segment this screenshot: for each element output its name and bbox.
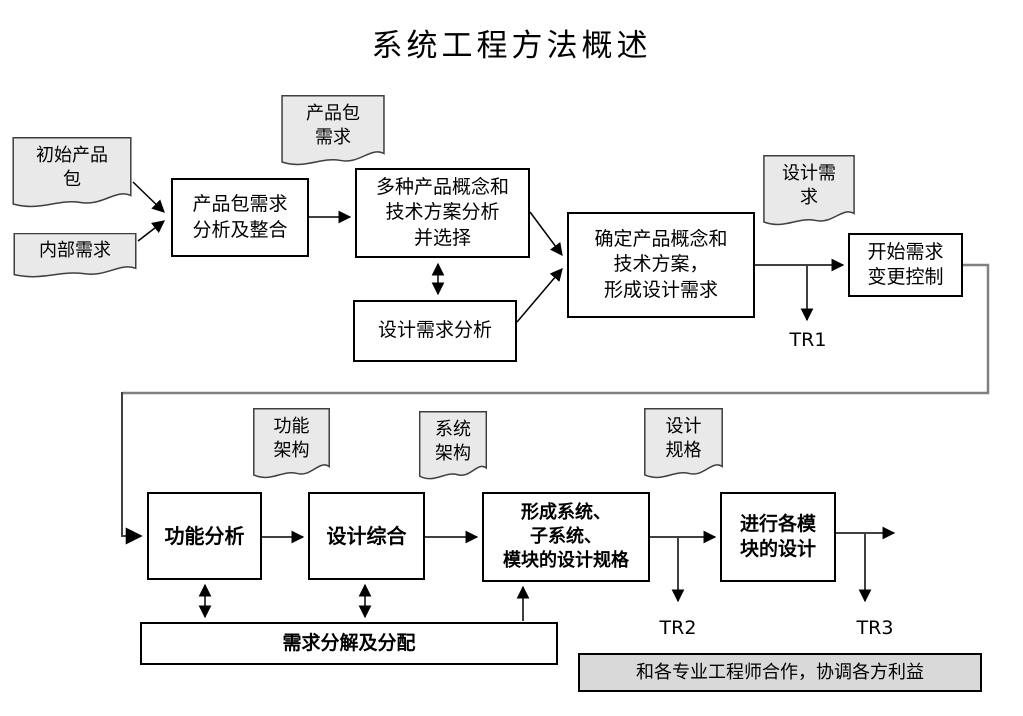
document-shape-icon (419, 411, 487, 486)
document-shape-icon (281, 95, 385, 172)
doc-design-requirement: 设计需 求 (763, 155, 855, 232)
doc-product-package-requirement: 产品包 需求 (281, 95, 385, 172)
box-label: 设计综合 (326, 523, 407, 548)
edge-concepts-to-confirm (529, 211, 563, 257)
doc-initial-product-package: 初始产品 包 (12, 137, 132, 214)
edge-internal-to-analysis (137, 220, 166, 242)
doc-label: 设计 规格 (665, 416, 702, 462)
doc-label: 系统 架构 (435, 419, 471, 465)
box-design-req-analysis: 设计需求分析 (353, 300, 517, 362)
edge-loop-into-functional (121, 392, 143, 545)
doc-label: 功能 架构 (273, 416, 310, 462)
box-confirm-concept: 确定产品概念和 技术方案， 形成设计需求 (567, 212, 755, 318)
doc-label: 设计需 求 (782, 163, 836, 209)
box-package-req-analysis: 产品包需求 分析及整合 (171, 178, 309, 257)
box-label: 确定产品概念和 技术方案， 形成设计需求 (594, 228, 728, 301)
document-shape-icon (253, 408, 330, 485)
edge-initial-to-analysis (132, 181, 165, 213)
edge-designanalysis-to-confirm (516, 268, 563, 323)
box-start-change-control: 开始需求 变更控制 (848, 233, 963, 297)
doc-label: 产品包 需求 (306, 103, 360, 149)
box-label: 功能分析 (164, 523, 245, 548)
doc-functional-architecture: 功能 架构 (253, 408, 330, 485)
box-label: 进行各模 块的设计 (739, 512, 816, 560)
note-cooperation: 和各专业工程师合作，协调各方利益 (578, 653, 982, 692)
doc-system-architecture: 系统 架构 (419, 411, 487, 486)
note-label: 和各专业工程师合作，协调各方利益 (636, 661, 924, 683)
box-label: 需求分解及分配 (282, 631, 416, 654)
document-shape-icon (763, 155, 855, 232)
page-title: 系统工程方法概述 (371, 28, 652, 64)
document-shape-icon (644, 408, 723, 485)
box-label: 形成系统、 子系统、 模块的设计规格 (503, 502, 629, 571)
box-label: 产品包需求 分析及整合 (192, 193, 288, 241)
document-shape-icon (12, 137, 132, 214)
box-module-design: 进行各模 块的设计 (720, 492, 836, 582)
box-label: 开始需求 变更控制 (867, 240, 944, 288)
box-functional-analysis: 功能分析 (147, 492, 262, 580)
doc-internal-demand: 内部需求 (13, 233, 137, 282)
box-form-spec: 形成系统、 子系统、 模块的设计规格 (482, 492, 650, 582)
label-tr1: TR1 (789, 329, 827, 351)
box-req-decomposition: 需求分解及分配 (140, 622, 558, 665)
box-label: 设计需求分析 (377, 319, 492, 342)
label-tr2: TR2 (659, 617, 697, 639)
box-multi-concept-analysis: 多种产品概念和 技术方案分析 并选择 (355, 168, 530, 258)
box-label: 多种产品概念和 技术方案分析 并选择 (375, 176, 509, 249)
label-tr3: TR3 (856, 617, 894, 639)
doc-label: 内部需求 (39, 240, 111, 261)
box-design-synthesis: 设计综合 (308, 492, 425, 580)
document-shape-icon (13, 233, 137, 282)
doc-label: 初始产品 包 (36, 145, 108, 191)
doc-design-spec: 设计 规格 (644, 408, 723, 485)
